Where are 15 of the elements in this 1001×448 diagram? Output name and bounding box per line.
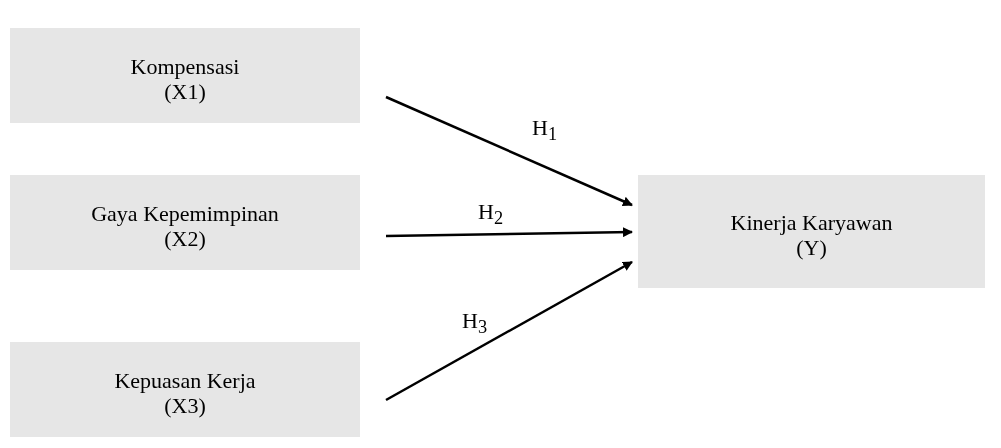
variable-label: Kompensasi [130, 53, 240, 79]
arrow [385, 95, 633, 207]
variable-label: (X2) [164, 225, 206, 251]
variable-label: Kinerja Karyawan [730, 209, 893, 235]
variable-box [638, 175, 985, 288]
variable-box [10, 28, 360, 123]
variable-label: Kepuasan Kerja [114, 367, 256, 393]
variable-box [10, 342, 360, 437]
arrow [385, 260, 633, 402]
variable-box [10, 175, 360, 270]
variable-label: (X3) [164, 392, 206, 418]
variable-label: (Y) [796, 234, 827, 260]
variable-label: Gaya Kepemimpinan [91, 200, 279, 226]
arrow [385, 227, 633, 238]
variable-label: (X1) [164, 78, 206, 104]
